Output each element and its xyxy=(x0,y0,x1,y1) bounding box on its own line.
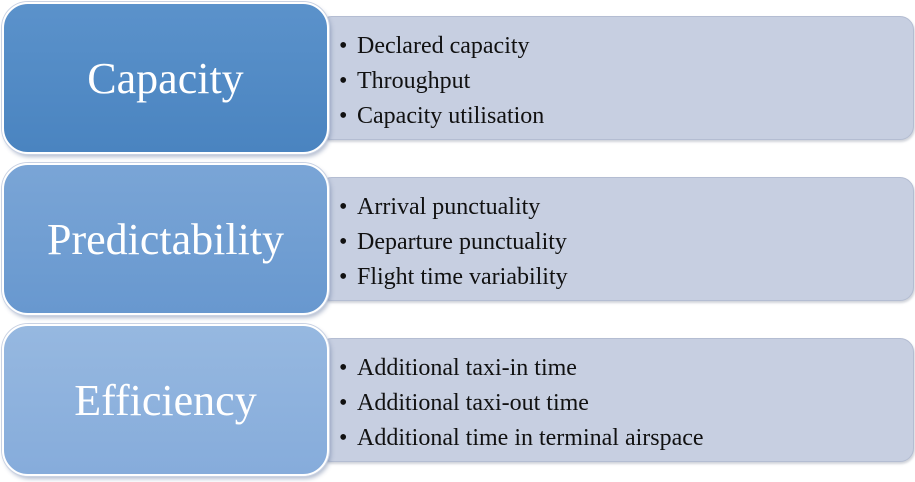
list-item: Additional time in terminal airspace xyxy=(339,421,704,456)
capacity-list-panel: Declared capacity Throughput Capacity ut… xyxy=(318,16,914,140)
efficiency-label-box: Efficiency xyxy=(2,324,329,476)
efficiency-list: Additional taxi-in time Additional taxi-… xyxy=(339,351,704,456)
list-item: Flight time variability xyxy=(339,260,568,295)
capacity-list: Declared capacity Throughput Capacity ut… xyxy=(339,29,544,134)
efficiency-row: Additional taxi-in time Additional taxi-… xyxy=(0,324,915,476)
list-item: Additional taxi-out time xyxy=(339,386,704,421)
efficiency-label: Efficiency xyxy=(74,375,257,425)
list-item: Throughput xyxy=(339,64,544,99)
predictability-label: Predictability xyxy=(46,214,285,264)
capacity-row: Declared capacity Throughput Capacity ut… xyxy=(0,2,915,154)
efficiency-list-panel: Additional taxi-in time Additional taxi-… xyxy=(318,338,914,462)
capacity-label-box: Capacity xyxy=(2,2,329,154)
list-item: Declared capacity xyxy=(339,29,544,64)
predictability-label-box: Predictability xyxy=(2,163,329,315)
list-item: Capacity utilisation xyxy=(339,99,544,134)
list-item: Departure punctuality xyxy=(339,225,568,260)
predictability-list-panel: Arrival punctuality Departure punctualit… xyxy=(318,177,914,301)
list-item: Additional taxi-in time xyxy=(339,351,704,386)
predictability-list: Arrival punctuality Departure punctualit… xyxy=(339,190,568,295)
predictability-row: Arrival punctuality Departure punctualit… xyxy=(0,163,915,315)
list-item: Arrival punctuality xyxy=(339,190,568,225)
capacity-label: Capacity xyxy=(87,53,244,103)
